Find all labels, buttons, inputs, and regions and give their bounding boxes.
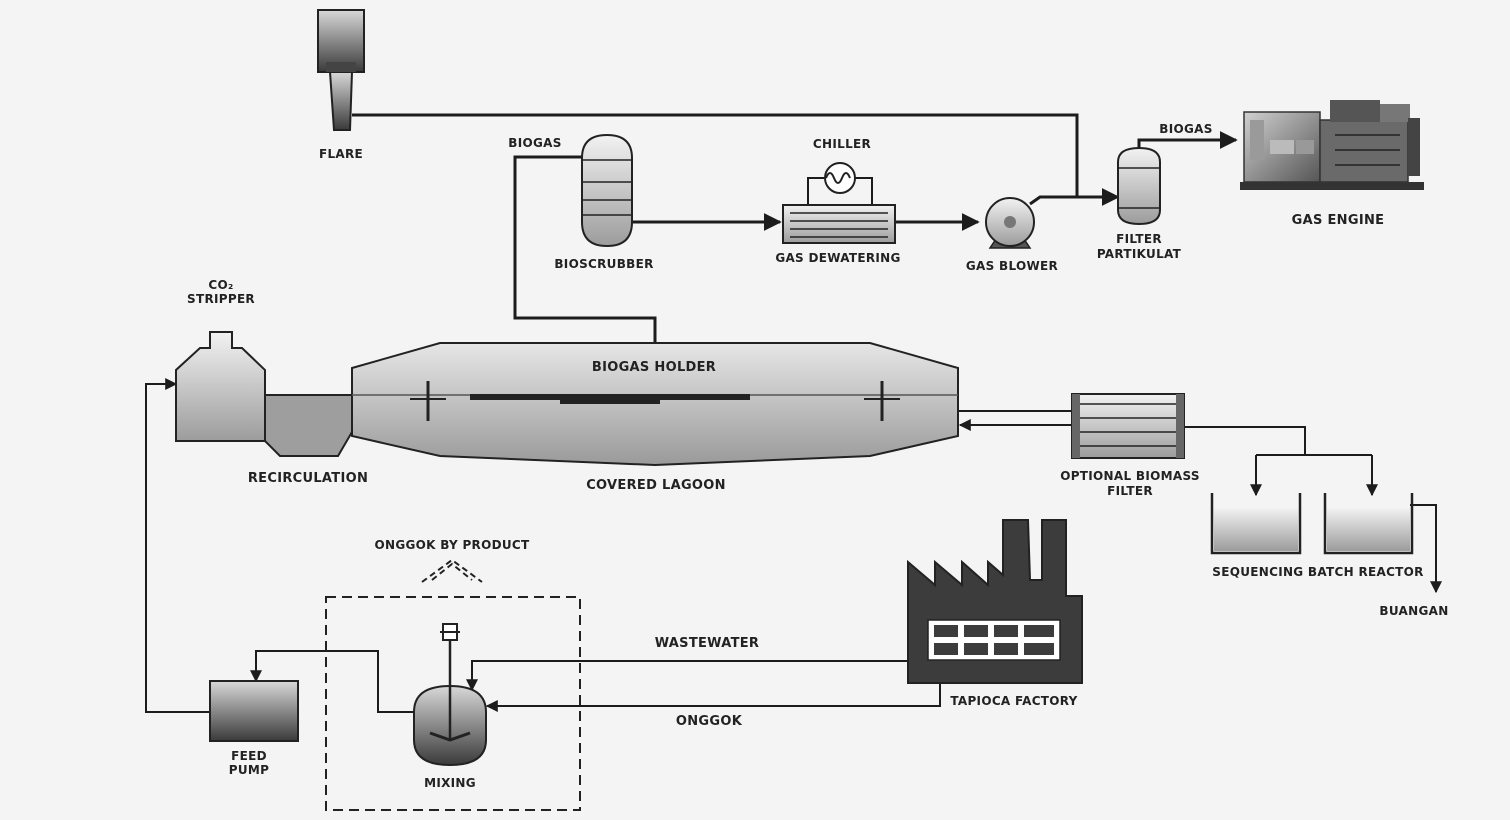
- onggok-label: ONGGOK: [676, 714, 743, 729]
- mixing-label: MIXING: [424, 776, 476, 790]
- flare: [317, 9, 365, 131]
- gas-blower: [985, 197, 1035, 249]
- wastewater-label: WASTEWATER: [655, 636, 760, 651]
- filter-partikulat: [1117, 146, 1161, 226]
- buangan-label: BUANGAN: [1379, 604, 1448, 618]
- pipe-network: [145, 113, 1442, 713]
- co2-stripper: [175, 331, 266, 442]
- biogas-label-right: BIOGAS: [1159, 122, 1212, 136]
- tapioca-factory-label: TAPIOCA FACTORY: [950, 694, 1077, 708]
- sbr-label: SEQUENCING BATCH REACTOR: [1212, 565, 1423, 579]
- filter-partikulat-label-2: PARTIKULAT: [1097, 247, 1182, 261]
- bioscrubber: [581, 133, 633, 248]
- flare-pipe: [352, 113, 1079, 197]
- biomass-filter-label-2: FILTER: [1107, 484, 1153, 498]
- filter-partikulat-label-1: FILTER: [1116, 232, 1162, 246]
- labels: FLARE BIOGAS BIOGAS CHILLER BIOSCRUBBER …: [187, 122, 1448, 790]
- co2-stripper-label-1: CO₂: [208, 278, 233, 292]
- wastewater-pipe: [466, 660, 908, 692]
- covered-lagoon-label: COVERED LAGOON: [586, 478, 726, 493]
- buangan-pipe: [1410, 504, 1442, 594]
- gas-engine-label: GAS ENGINE: [1292, 213, 1385, 228]
- biomass-filter-label-1: OPTIONAL BIOMASS: [1060, 469, 1200, 483]
- filter-to-sbr-pipe: [1184, 426, 1306, 455]
- bioscrubber-label: BIOSCRUBBER: [554, 257, 653, 271]
- gas-dewatering: [782, 204, 896, 244]
- optional-biomass-filter: [1071, 393, 1185, 459]
- recirculation-label: RECIRCULATION: [248, 471, 368, 486]
- flare-label: FLARE: [319, 147, 363, 161]
- biogas-holder-label: BIOGAS HOLDER: [592, 360, 716, 375]
- onggok-by-product-boundary: [325, 558, 581, 811]
- co2-stripper-label-2: STRIPPER: [187, 292, 255, 306]
- feed-pump-label-2: PUMP: [229, 763, 269, 777]
- filter-to-engine-pipe: [1137, 131, 1238, 150]
- feed-pump: [209, 680, 299, 742]
- onggok-pipe: [485, 683, 941, 712]
- gas-dewatering-label: GAS DEWATERING: [775, 251, 900, 265]
- biogas-holder-pipe: [513, 155, 657, 343]
- tapioca-factory: [907, 519, 1083, 684]
- feed-pump-label-1: FEED: [231, 749, 267, 763]
- chiller: [824, 162, 856, 194]
- mixing-to-feed-pipe: [250, 650, 428, 713]
- sequencing-batch-reactor: [1210, 493, 1414, 555]
- covered-lagoon: [351, 342, 959, 467]
- recirculation-pipe: [145, 378, 210, 713]
- recirculation-tank: [264, 394, 353, 457]
- onggok-by-product-label: ONGGOK BY PRODUCT: [374, 538, 530, 552]
- gas-engine: [1240, 100, 1424, 190]
- gas-blower-label: GAS BLOWER: [966, 259, 1058, 273]
- chiller-label: CHILLER: [813, 137, 871, 151]
- biogas-label-top: BIOGAS: [508, 136, 561, 150]
- blower-to-filter-pipe: [1029, 188, 1120, 206]
- mixing-tank: [413, 623, 487, 767]
